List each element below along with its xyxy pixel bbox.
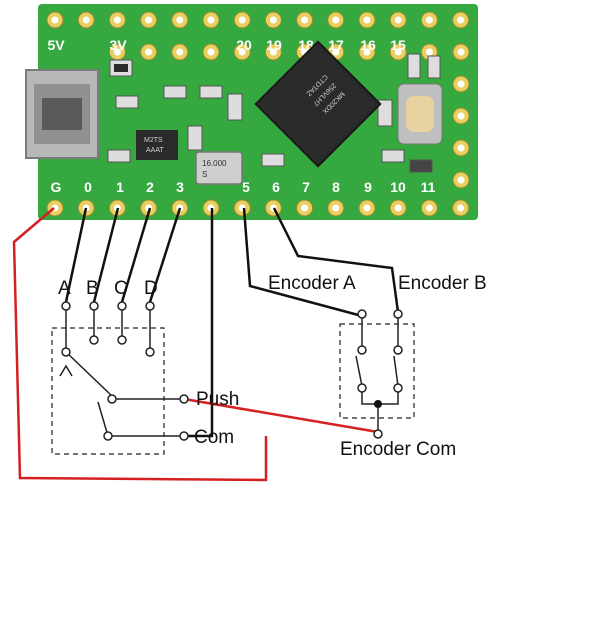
bottom-pin-label: 9 xyxy=(364,179,372,195)
smd-components xyxy=(107,53,441,173)
wire-gnd-loop xyxy=(12,207,268,482)
bottom-pin-label: 3 xyxy=(176,179,184,195)
wire-pin1-to-b xyxy=(92,207,120,303)
label-com: Com xyxy=(194,427,234,448)
inner-pad-5-hole xyxy=(207,48,215,56)
top-pad-8-hole xyxy=(301,16,309,24)
bottom-pin-label: G xyxy=(51,179,62,195)
bottom-pin-label: 5 xyxy=(242,179,250,195)
label-push: Push xyxy=(196,389,239,410)
top-pad-11-hole xyxy=(394,16,402,24)
encoder xyxy=(339,309,415,439)
top-pad-4-hole xyxy=(176,16,184,24)
right-pad-2-hole xyxy=(457,112,465,120)
inner-pad-9-hole xyxy=(332,48,340,56)
top-pad-0-hole xyxy=(51,16,59,24)
inner-pad-6-hole xyxy=(238,48,246,56)
top-pad-10-hole xyxy=(363,16,371,24)
top-pin-label: 19 xyxy=(266,37,282,53)
top-pin-label: 17 xyxy=(328,37,344,53)
ground-wires xyxy=(12,207,379,482)
right-pin-pads xyxy=(452,43,470,189)
wire-pin6-to-enc-b xyxy=(272,207,400,313)
right-pad-1-hole xyxy=(457,80,465,88)
label-encoder-com: Encoder Com xyxy=(340,439,456,460)
bottom-pin-label: 0 xyxy=(84,179,92,195)
inner-pad-10-hole xyxy=(363,48,371,56)
top-pad-2-hole xyxy=(113,16,121,24)
bottom-pin-label: 7 xyxy=(302,179,310,195)
crystal: 16.000 S xyxy=(195,151,243,185)
top-pin-label: 20 xyxy=(236,37,252,53)
label-encoder-b: Encoder B xyxy=(398,273,487,294)
diagram-labels: A B C D Push Com Encoder A Encoder B Enc… xyxy=(58,273,487,460)
reset-button xyxy=(397,83,443,145)
top-pin-label: 15 xyxy=(390,37,406,53)
encoder-outline xyxy=(339,323,415,419)
bottom-pad-13-hole xyxy=(457,204,465,212)
top-pad-12-hole xyxy=(425,16,433,24)
bottom-pad-9-hole xyxy=(332,204,340,212)
label-c: C xyxy=(114,278,128,299)
bottom-pad-12-hole xyxy=(425,204,433,212)
bottom-pin-label: 10 xyxy=(390,179,406,195)
bottom-pad-11-hole xyxy=(394,204,402,212)
right-pad-3-hole xyxy=(457,144,465,152)
top-pad-6-hole xyxy=(238,16,246,24)
regulator-chip: M2TS AAAT xyxy=(136,130,178,160)
top-pad-13-hole xyxy=(457,16,465,24)
label-encoder-a: Encoder A xyxy=(268,273,356,294)
bottom-pin-label: 6 xyxy=(272,179,280,195)
regulator-text-1: M2TS xyxy=(144,137,163,144)
right-pad-4-hole xyxy=(457,176,465,184)
inner-pad-11-hole xyxy=(394,48,402,56)
top-pad-1-hole xyxy=(82,16,90,24)
wire-pin0-to-a xyxy=(64,207,88,303)
signal-wires xyxy=(64,207,400,438)
label-b: B xyxy=(86,278,99,299)
joystick-outline xyxy=(51,327,165,455)
right-pad-0-hole xyxy=(457,48,465,56)
inner-pad-12-hole xyxy=(425,48,433,56)
label-a: A xyxy=(58,278,71,299)
wire-pin3-to-d xyxy=(148,207,182,303)
wire-pin5-to-enc-a xyxy=(242,207,363,318)
wire-pin2-to-c xyxy=(120,207,152,303)
bottom-pad-8-hole xyxy=(301,204,309,212)
bottom-pin-label: 11 xyxy=(421,179,436,195)
wire-push-to-com xyxy=(184,208,214,438)
bottom-pin-label: 1 xyxy=(116,179,124,195)
inner-pad-4-hole xyxy=(176,48,184,56)
usb-connector xyxy=(25,69,99,159)
regulator-text-2: AAAT xyxy=(146,147,164,154)
top-pin-label: 5V xyxy=(47,37,65,53)
wire-push-to-enc-com xyxy=(183,397,379,434)
inner-pad-3-hole xyxy=(145,48,153,56)
top-pin-pads xyxy=(46,11,470,61)
inner-pad-7-hole xyxy=(269,48,277,56)
encoder-junction xyxy=(374,400,382,408)
bottom-pin-label: 2 xyxy=(146,179,154,195)
mcu-chip: MK20DX 256VLH7 CTDTAZ xyxy=(254,40,382,168)
top-pad-3-hole xyxy=(145,16,153,24)
label-d: D xyxy=(144,278,158,299)
joystick-switch xyxy=(51,301,189,455)
bottom-pin-labels: G 0 1 2 3 5 6 7 8 9 10 11 xyxy=(51,179,436,195)
crystal-text-1: 16.000 xyxy=(202,159,227,168)
top-pin-label: 3V xyxy=(109,37,127,53)
crystal-text-2: S xyxy=(202,170,207,179)
top-pin-label: 16 xyxy=(360,37,376,53)
bottom-pad-10-hole xyxy=(363,204,371,212)
top-pad-5-hole xyxy=(207,16,215,24)
bottom-pin-label: 8 xyxy=(332,179,340,195)
inner-pad-2-hole xyxy=(113,48,121,56)
top-pad-7-hole xyxy=(269,16,277,24)
top-pad-9-hole xyxy=(332,16,340,24)
